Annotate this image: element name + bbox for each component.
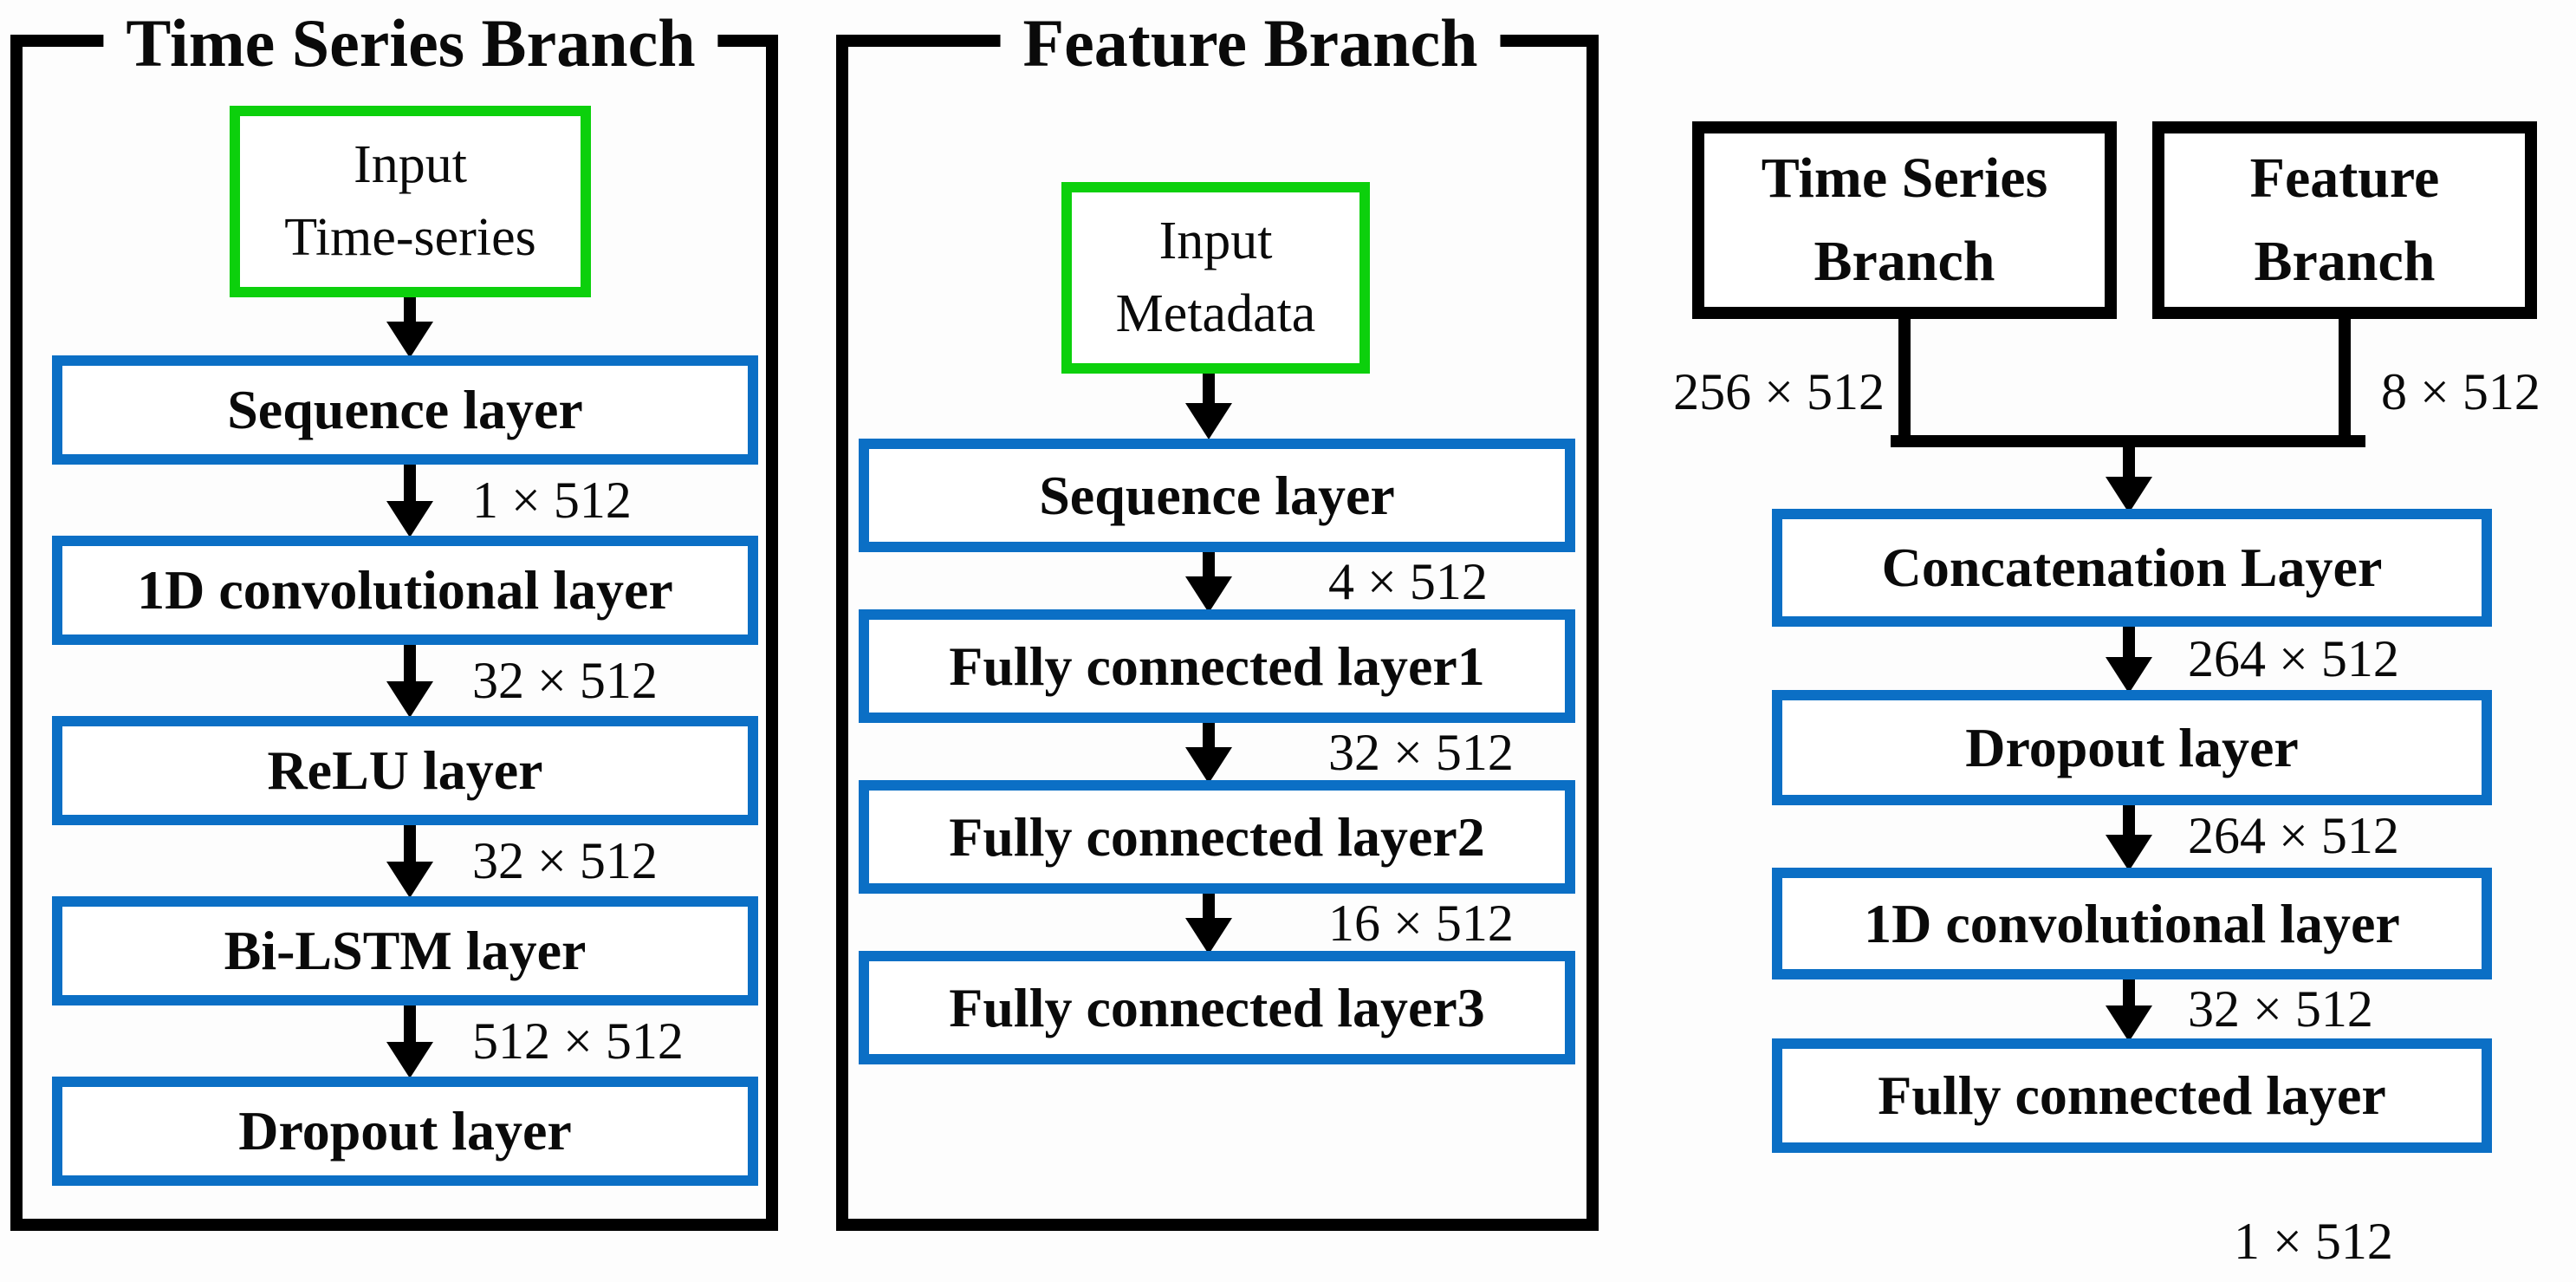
ts-relu-layer-box: ReLU layer	[52, 716, 758, 825]
arrow-shaft	[2123, 979, 2135, 1005]
arrow-head	[386, 501, 433, 537]
arrow-shaft	[2123, 627, 2135, 657]
ts-bilstm-layer-box: Bi-LSTM layer	[52, 896, 758, 1005]
merge-connector-right-vertical	[2339, 319, 2351, 440]
arrow-head	[1185, 403, 1232, 439]
ts-sequence-layer-box: Sequence layer	[52, 355, 758, 465]
arrow-down-icon	[2106, 979, 2152, 1042]
fb-sequence-layer-box: Sequence layer	[859, 439, 1575, 552]
merge-fb-line1: Feature	[2249, 146, 2440, 211]
arrow-shaft	[404, 297, 416, 322]
merge-output-dim-label: 1 × 512	[2234, 1213, 2393, 1270]
input-metadata-line2: Metadata	[1115, 283, 1316, 343]
input-metadata-box: Input Metadata	[1061, 182, 1370, 374]
arrow-down-icon	[386, 825, 433, 898]
feature-branch-panel-border	[836, 35, 1599, 1231]
arrow-down-icon	[2106, 627, 2152, 693]
ts-dim-label-3: 32 × 512	[472, 832, 658, 889]
arrow-shaft	[1203, 723, 1215, 747]
merge-dropout-layer-box: Dropout layer	[1772, 690, 2492, 805]
arrow-down-icon	[386, 465, 433, 537]
arrow-down-icon	[386, 645, 433, 718]
merge-ts-dim-label: 256 × 512	[1673, 363, 1885, 420]
arrow-head	[2106, 835, 2152, 871]
arrow-head	[1185, 918, 1232, 954]
merge-ts-line2: Branch	[1814, 230, 1995, 293]
arrow-down-icon	[1185, 552, 1232, 613]
arrow-head	[386, 862, 433, 898]
arrow-shaft	[404, 645, 416, 681]
fb-dim-label-2: 32 × 512	[1328, 724, 1514, 781]
input-metadata-line1: Input	[1158, 211, 1273, 270]
merge-fb-line2: Branch	[2254, 230, 2436, 293]
feature-branch-panel-title: Feature Branch	[1000, 3, 1501, 83]
input-time-series-box: Input Time-series	[230, 106, 591, 297]
arrow-shaft	[404, 465, 416, 501]
ts-dim-label-4: 512 × 512	[472, 1012, 684, 1070]
arrow-shaft	[2123, 805, 2135, 835]
input-time-series-line1: Input	[354, 134, 467, 194]
ts-dim-label-2: 32 × 512	[472, 652, 658, 709]
ts-dim-label-1: 1 × 512	[472, 472, 632, 529]
ts-conv1d-layer-box: 1D convolutional layer	[52, 536, 758, 645]
merge-dim-label-1: 264 × 512	[2188, 630, 2399, 687]
merge-dim-label-3: 32 × 512	[2188, 980, 2373, 1038]
fb-dim-label-1: 4 × 512	[1328, 553, 1488, 610]
arrow-head	[386, 1042, 433, 1078]
arrow-shaft	[404, 825, 416, 862]
arrow-shaft	[1203, 894, 1215, 918]
arrow-head	[1185, 747, 1232, 784]
arrow-head	[2106, 657, 2152, 693]
merge-conv1d-layer-box: 1D convolutional layer	[1772, 868, 2492, 979]
arrow-down-icon	[1185, 374, 1232, 439]
input-time-series-line2: Time-series	[284, 207, 536, 267]
merge-feature-branch-box: Feature Branch	[2152, 121, 2537, 319]
arrow-head	[1185, 576, 1232, 613]
arrow-head	[2106, 477, 2152, 513]
arrow-down-icon	[2106, 805, 2152, 871]
merge-concatenation-layer-box: Concatenation Layer	[1772, 509, 2492, 627]
merge-time-series-branch-box: Time Series Branch	[1692, 121, 2117, 319]
merge-fb-dim-label: 8 × 512	[2381, 363, 2540, 420]
arrow-shaft	[404, 1005, 416, 1042]
time-series-branch-panel-title: Time Series Branch	[103, 3, 718, 83]
merge-ts-line1: Time Series	[1761, 146, 2048, 211]
fb-fc2-layer-box: Fully connected layer2	[859, 780, 1575, 894]
arrow-down-icon	[386, 1005, 433, 1078]
merge-connector-horizontal-bar	[1891, 435, 2365, 447]
fb-dim-label-3: 16 × 512	[1328, 895, 1514, 952]
arrow-shaft	[2123, 447, 2135, 477]
merge-dim-label-2: 264 × 512	[2188, 807, 2399, 864]
arrow-head	[386, 681, 433, 718]
arrow-down-icon	[2106, 447, 2152, 513]
arrow-shaft	[1203, 374, 1215, 403]
arrow-head	[2106, 1005, 2152, 1042]
arrow-head	[386, 322, 433, 358]
ts-dropout-layer-box: Dropout layer	[52, 1077, 758, 1186]
fb-fc1-layer-box: Fully connected layer1	[859, 609, 1575, 723]
merge-fully-connected-layer-box: Fully connected layer	[1772, 1038, 2492, 1153]
arrow-down-icon	[1185, 723, 1232, 784]
arrow-down-icon	[1185, 894, 1232, 954]
merge-connector-left-vertical	[1898, 319, 1911, 440]
arrow-shaft	[1203, 552, 1215, 576]
arrow-down-icon	[386, 297, 433, 358]
fb-fc3-layer-box: Fully connected layer3	[859, 951, 1575, 1064]
